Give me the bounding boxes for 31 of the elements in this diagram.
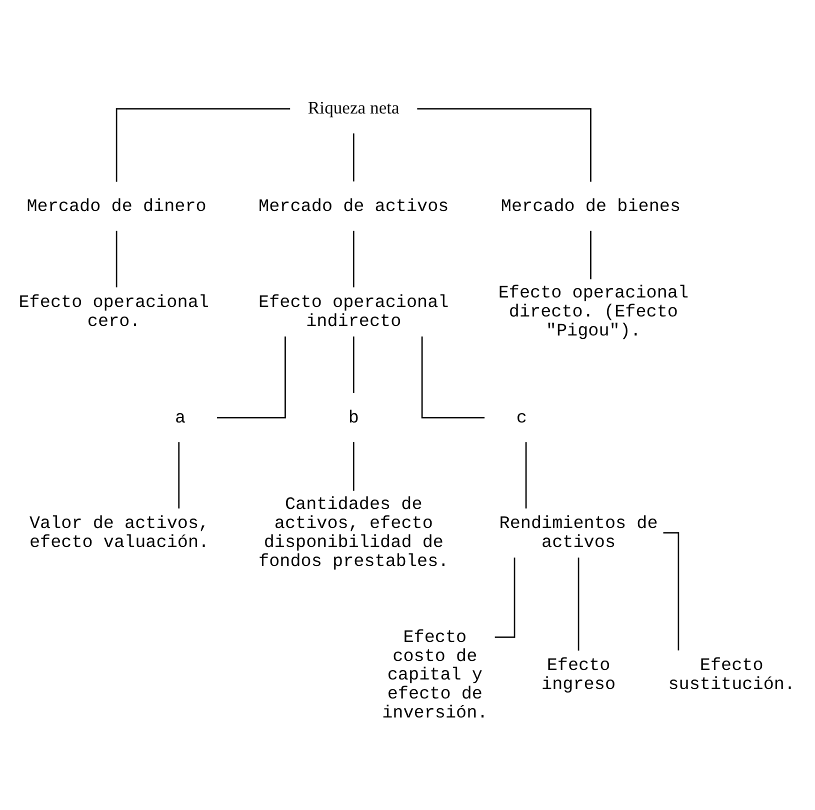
connector	[216, 336, 286, 418]
node-text: Rendimientos de activos	[499, 513, 658, 552]
connector	[352, 230, 354, 287]
connector	[663, 532, 680, 650]
node-text: b	[348, 408, 359, 428]
node-text: Valor de activos, efecto valuación.	[29, 513, 210, 552]
node-text: Efecto costo de capital y efecto de inversión.	[382, 627, 488, 724]
node-text: c	[516, 408, 527, 428]
node-text: Efecto operacional cero.	[18, 292, 209, 332]
node-text: Mercado de dinero	[26, 196, 206, 216]
node-text: Mercado de bienes	[500, 196, 681, 216]
connector	[578, 557, 580, 650]
node-text: Efecto sustitución.	[668, 656, 796, 695]
node-text: Efecto operacional directo. (Efecto "Pigou").	[498, 283, 689, 342]
node-text: Mercado de activos	[258, 196, 449, 216]
connector	[421, 336, 485, 418]
node-text: Riqueza neta	[308, 96, 400, 117]
node-text: Cantidades de activos, efecto disponibilidad de fondos prestables.	[258, 494, 449, 572]
node-text: a	[174, 408, 186, 428]
connector	[116, 108, 290, 182]
connector	[525, 442, 527, 508]
connector	[352, 132, 354, 181]
node-text: Efecto ingreso	[542, 656, 616, 695]
connector	[352, 336, 354, 392]
connector	[417, 108, 592, 182]
node-text: Efecto operacional indirecto	[258, 292, 449, 332]
connector	[116, 230, 118, 287]
connector	[352, 442, 354, 490]
connector	[494, 557, 516, 638]
connector	[590, 230, 592, 279]
connector	[178, 442, 180, 508]
